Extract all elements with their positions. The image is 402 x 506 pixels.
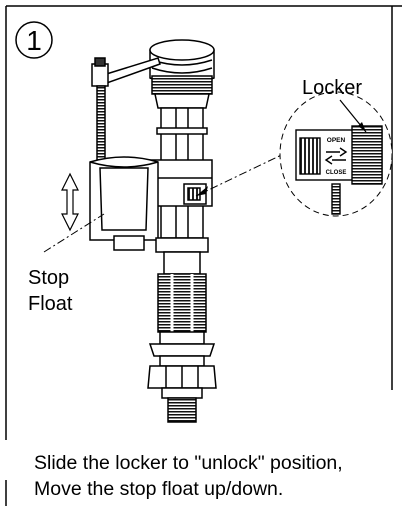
locker-detail-view: OPEN CLOSE: [279, 91, 393, 217]
locker-open-label: OPEN: [327, 137, 346, 144]
stop-float-label-line2: Float: [28, 293, 73, 315]
valve-thread: [167, 397, 197, 423]
locker-detail-leader: [195, 147, 297, 197]
locker-label: Locker: [302, 77, 362, 99]
stop-float-leader: [43, 213, 105, 253]
stop-float-label-line1: Stop: [28, 267, 69, 289]
valve-spring: [157, 273, 207, 333]
instruction-line-2: Move the stop float up/down.: [34, 478, 284, 500]
locker-close-label: CLOSE: [326, 170, 347, 176]
adjustment-rod: [96, 85, 106, 169]
instruction-line-1: Slide the locker to "unlock" position,: [34, 452, 343, 474]
up-down-arrow-icon: [61, 172, 79, 232]
fill-valve: [89, 39, 217, 423]
step-number: 1: [26, 25, 42, 56]
stop-float: [89, 156, 159, 241]
panel-border: [5, 5, 402, 506]
locker-slider: [351, 125, 383, 185]
step-number-badge: 1: [15, 21, 53, 59]
instruction-text: Slide the locker to "unlock" position, M…: [34, 450, 396, 502]
